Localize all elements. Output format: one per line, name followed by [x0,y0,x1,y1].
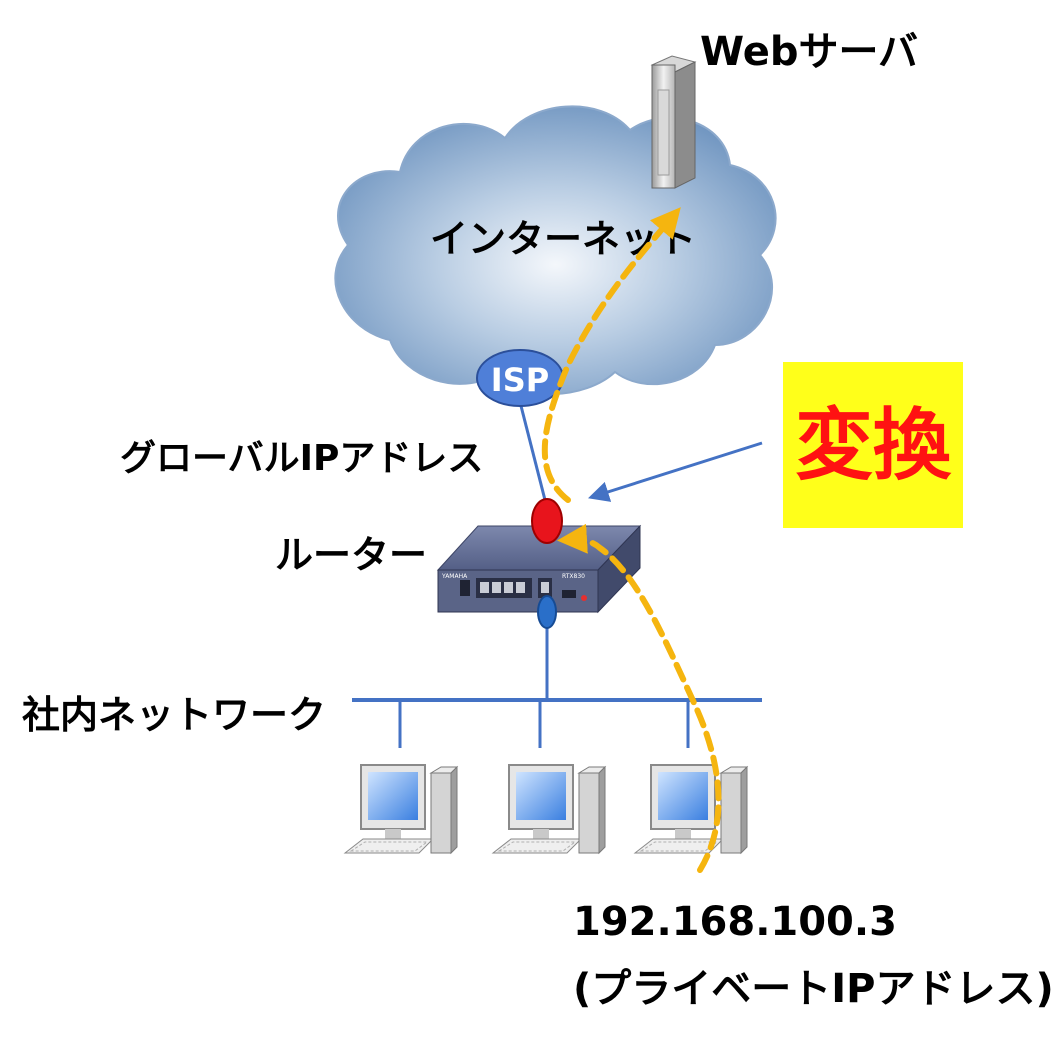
packet-path-router-to-server [541,207,681,503]
lan-label: 社内ネットワーク [22,693,326,737]
private-ip-address-label: 192.168.100.3 [573,899,897,945]
router-model-text: RTX830 [562,573,585,580]
desktop-pc-icon-1 [343,764,459,855]
lan-port-point [537,595,557,629]
router-brand-text: YAMAHA [441,573,468,580]
global-ip-label: グローバルIPアドレス [120,438,483,479]
isp-router-link [518,401,547,501]
nat-conversion-point [531,498,563,544]
convert-label: 変換 [795,401,952,491]
private-ip-note-label: (プライベートIPアドレス) [573,966,1054,1012]
packet-path-lan-to-router [557,523,722,873]
desktop-pc-icon-2 [491,764,607,855]
desktop-pc-icon-3 [633,764,749,855]
router-device-icon: YAMAHA RTX830 [436,524,642,614]
web-server-icon [650,55,697,189]
isp-label: ISP [491,361,549,399]
convert-pointer-arrow [587,441,763,502]
convert-callout [783,362,963,528]
web-server-label: Webサーバ [700,29,918,75]
router-label: ルーター [275,533,427,577]
